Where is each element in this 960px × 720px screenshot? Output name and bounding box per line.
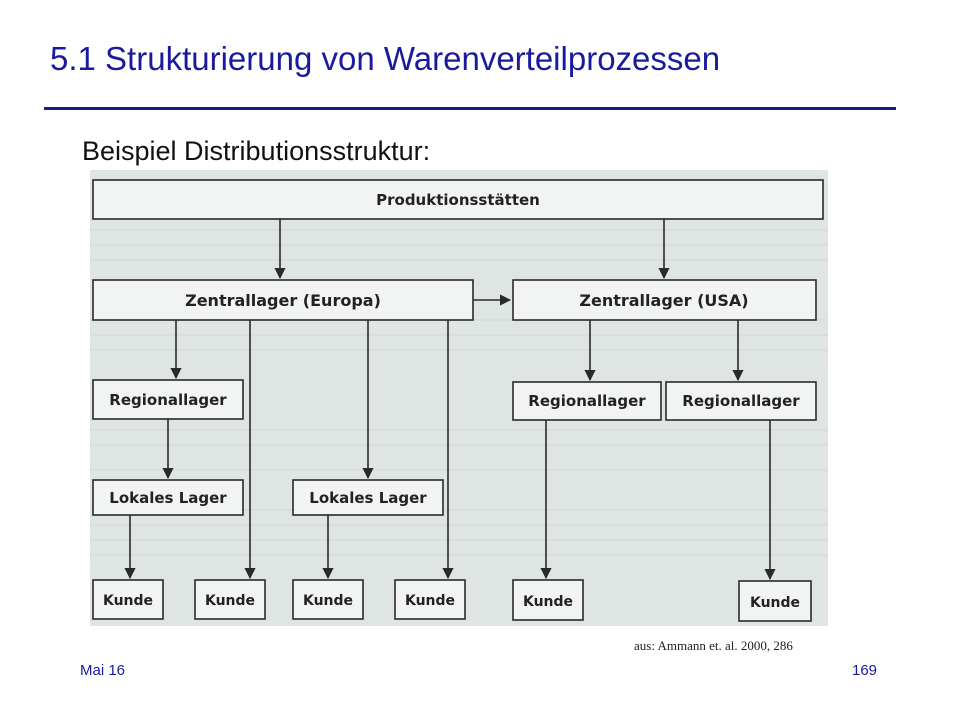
label-regional-1: Regionallager [109,391,227,409]
label-central-usa: Zentrallager (USA) [579,291,748,310]
box-regional-2 [512,381,662,421]
connectors [124,219,776,581]
box-regional-3 [665,381,817,421]
source-citation: aus: Ammann et. al. 2000, 286 [634,638,793,653]
title-underline [44,107,896,110]
label-customer-4: Kunde [405,593,455,609]
box-central-usa [512,279,817,321]
box-regional-1 [92,379,244,420]
boxes [92,179,824,622]
label-customer-6: Kunde [750,595,800,611]
label-central-europe: Zentrallager (Europa) [185,291,381,310]
box-customer-4 [394,579,466,620]
box-production [92,179,824,220]
box-central-europe [92,279,474,321]
slide-title: 5.1 Strukturierung von Warenverteilproze… [50,40,721,77]
footer-date: Mai 16 [80,662,126,679]
distribution-structure-diagram: Produktionsstätten Zentrallager (Europa)… [90,170,828,626]
label-production: Produktionsstätten [376,191,540,209]
box-customer-5 [512,579,584,621]
box-customer-3 [292,579,364,620]
box-local-1 [92,479,244,516]
label-customer-1: Kunde [103,593,153,609]
label-regional-3: Regionallager [682,392,800,410]
box-customer-1 [92,579,164,620]
box-customer-2 [194,579,266,620]
label-customer-3: Kunde [303,593,353,609]
slide-subtitle: Beispiel Distributionsstruktur: [82,136,431,166]
label-local-1: Lokales Lager [109,489,227,507]
label-customer-2: Kunde [205,593,255,609]
box-customer-6 [738,580,812,622]
page-number: 169 [852,662,878,679]
label-local-2: Lokales Lager [309,489,427,507]
box-local-2 [292,479,444,516]
diagram-canvas: Produktionsstätten Zentrallager (Europa)… [90,179,828,622]
label-customer-5: Kunde [523,594,573,610]
label-regional-2: Regionallager [528,392,646,410]
